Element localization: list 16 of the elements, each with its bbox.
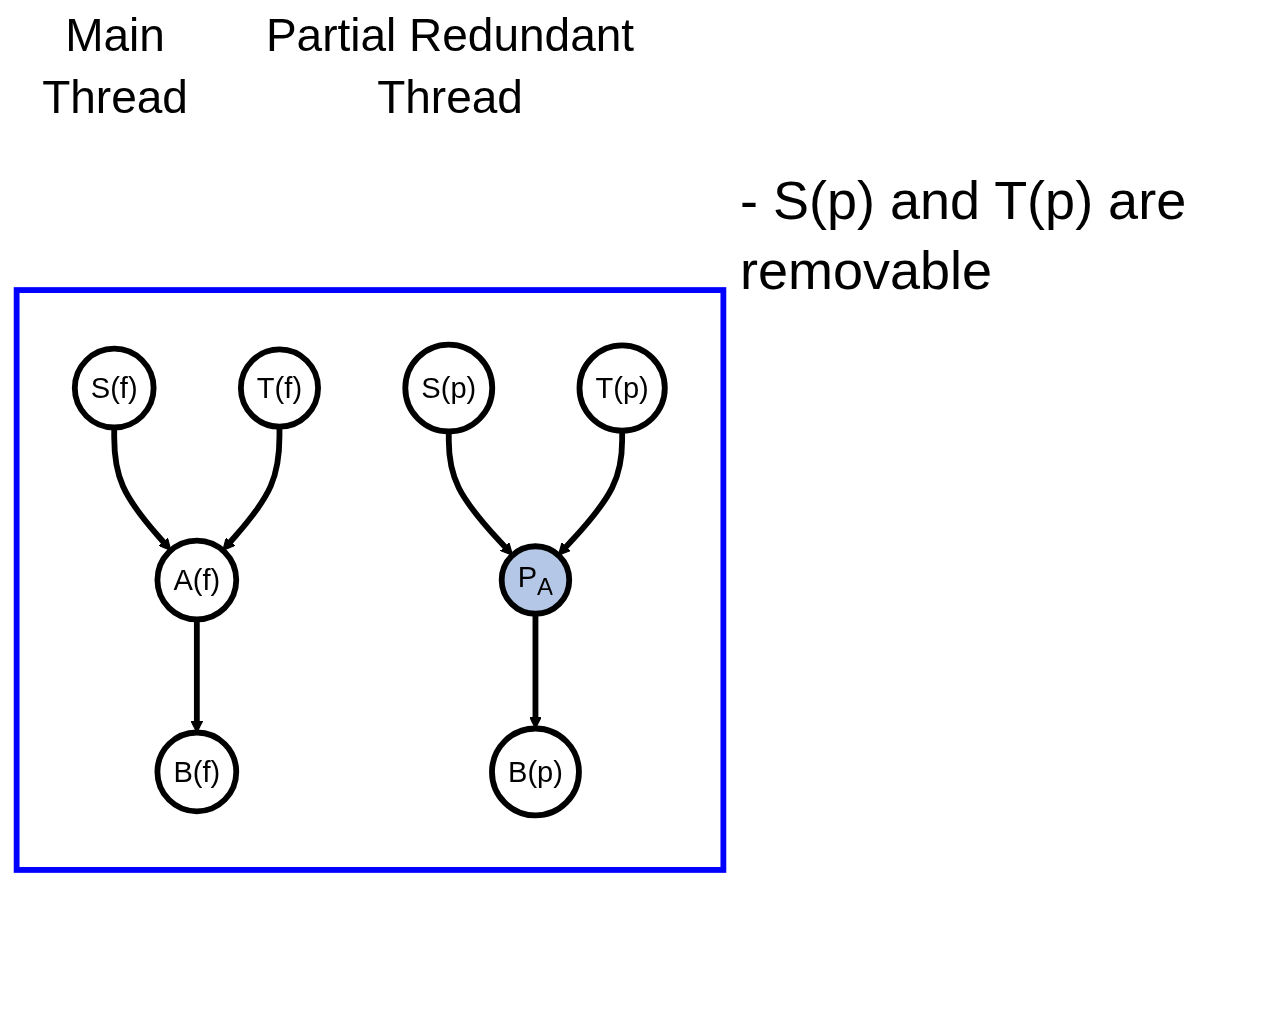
- column-heading: Main Thread: [41, 8, 189, 125]
- arrow: [222, 426, 283, 551]
- node-circle: A(f): [154, 537, 240, 623]
- node-circle: T(f): [237, 346, 321, 430]
- arrow: [111, 427, 172, 551]
- column-heading: Partial Redundant Thread: [264, 8, 636, 125]
- node-circle: S(f): [71, 345, 157, 431]
- node-circle: T(p): [576, 342, 668, 434]
- note-text: - S(p) and T(p) are removable: [740, 170, 1187, 300]
- node-circle: B(p): [489, 725, 582, 819]
- node-circle: P$_{A}$: [498, 543, 573, 617]
- cluster: [13, 287, 727, 873]
- arrow: [557, 430, 626, 556]
- node-circle: B(f): [154, 729, 240, 815]
- node-circle: S(p): [402, 341, 496, 435]
- arrow: [445, 431, 514, 556]
